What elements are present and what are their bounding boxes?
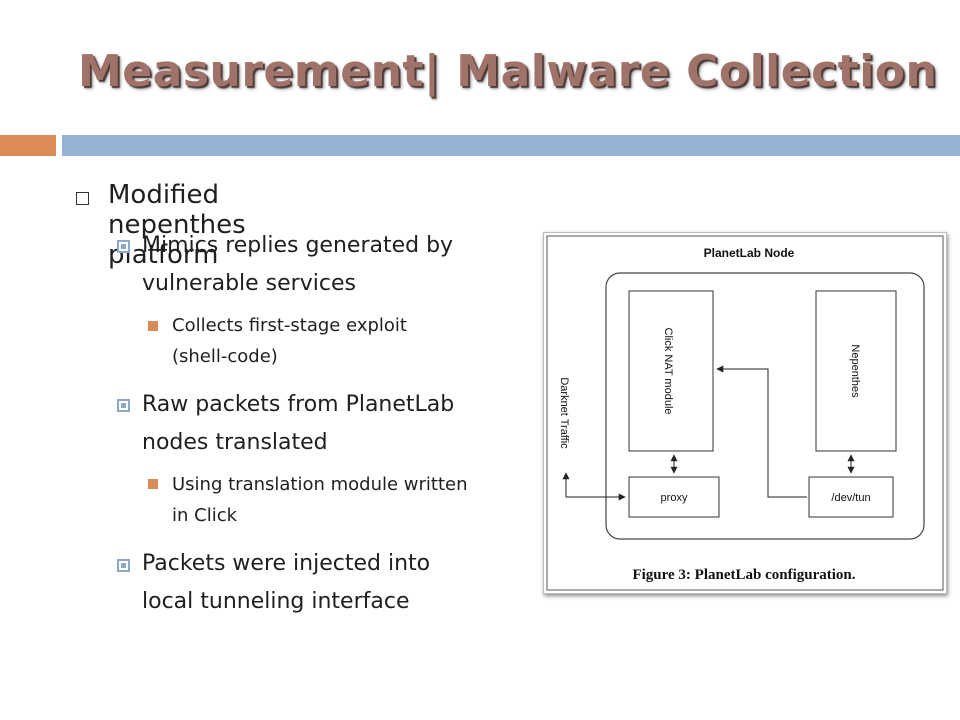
node-title: PlanetLab Node	[704, 246, 795, 260]
bullet-level2: Mimics replies generated by vulnerable s…	[142, 233, 454, 296]
proxy-box	[628, 476, 720, 518]
devtun-label: /dev/tun	[831, 492, 870, 504]
header-accent-blue	[62, 135, 960, 156]
bullet-level1: Modified nepenthes platform	[108, 180, 246, 270]
nepenthes-box	[815, 290, 897, 452]
planetlab-node-box	[605, 272, 925, 540]
figure-caption: Figure 3: PlanetLab configuration.	[632, 567, 855, 583]
figure-frame	[546, 235, 944, 591]
bullet-filled-square-icon	[148, 321, 158, 331]
tun-to-click-arrow	[716, 365, 807, 498]
devtun-box	[808, 476, 894, 518]
darknet-traffic-arrow	[562, 472, 626, 501]
bullet-filled-square-icon	[148, 479, 158, 489]
click-nat-module-box	[628, 290, 714, 452]
bullet-level3: Collects first-stage exploit (shell-code…	[172, 315, 407, 367]
planetlab-figure: PlanetLab Node Click NAT module Nepenthe…	[543, 232, 947, 594]
nepenthes-label: Nepenthes	[849, 344, 861, 398]
bullet-square-icon	[117, 559, 130, 572]
darknet-label: Darknet Traffic	[558, 377, 570, 449]
bullet-level2: Raw packets from PlanetLab nodes transla…	[142, 392, 455, 455]
bullet-level2: Packets were injected into local tunneli…	[142, 551, 431, 614]
bullet-level3: Using translation module written in Clic…	[172, 474, 468, 526]
square-bullet-icon	[76, 192, 89, 205]
bullet-square-icon	[117, 399, 130, 412]
planetlab-diagram: PlanetLab Node Click NAT module Nepenthe…	[546, 235, 944, 591]
bullet-square-icon	[117, 240, 130, 253]
click-nat-label: Click NAT module	[662, 327, 674, 414]
proxy-label: proxy	[661, 492, 688, 504]
header-accent-orange	[0, 135, 56, 156]
slide-title: Measurement| Malware Collection	[78, 46, 938, 97]
